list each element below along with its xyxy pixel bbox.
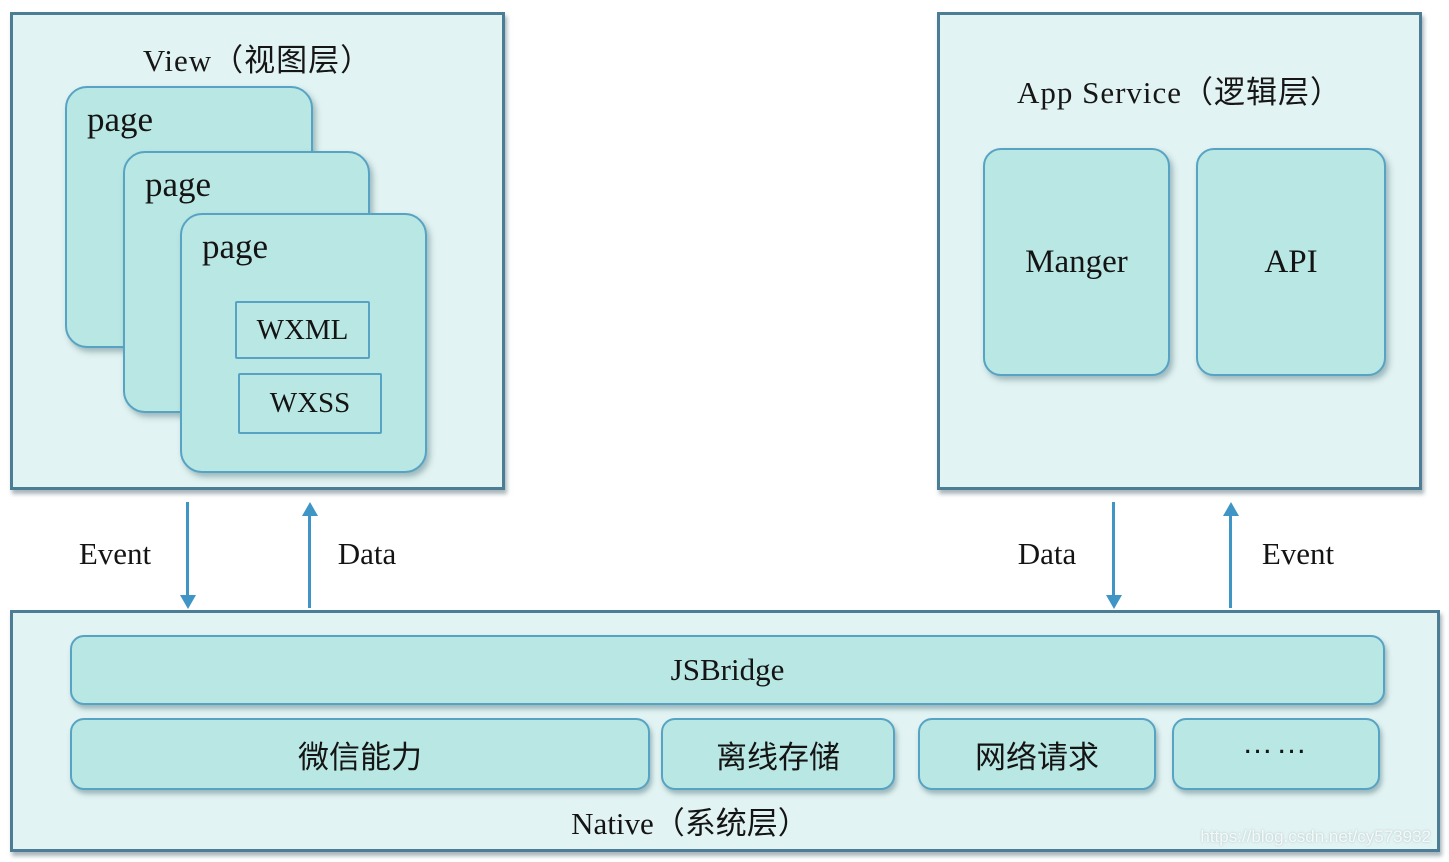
native-layer-title: Native（系统层）	[571, 806, 809, 841]
wxml-box: WXML	[235, 301, 370, 359]
page-card: page WXML WXSS	[180, 213, 427, 473]
wxml-label: WXML	[256, 313, 349, 346]
wechat-capability-box: 微信能力	[70, 718, 650, 790]
view-layer-title: View（视图层）	[142, 43, 373, 78]
data-down-arrow	[1105, 502, 1122, 609]
page-card-label: page	[202, 227, 269, 266]
ellipsis-box: ……	[1172, 718, 1380, 790]
wxss-box: WXSS	[238, 373, 382, 434]
offline-storage-label: 离线存储	[716, 739, 840, 775]
offline-storage-box: 离线存储	[661, 718, 895, 790]
native-layer-panel: JSBridge 微信能力 离线存储 网络请求 …… Native（系统层） h…	[10, 610, 1440, 852]
api-label: API	[1264, 243, 1318, 280]
ellipsis-label: ……	[1242, 725, 1310, 761]
app-service-panel: App Service（逻辑层） Manger API	[937, 12, 1422, 490]
api-box: API	[1196, 148, 1386, 376]
wechat-capability-label: 微信能力	[298, 739, 422, 775]
csdn-watermark: https://blog.csdn.net/cy573932	[1200, 827, 1431, 846]
page-card-label: page	[87, 100, 154, 139]
network-request-box: 网络请求	[918, 718, 1156, 790]
manger-box: Manger	[983, 148, 1170, 376]
view-layer-panel: View（视图层） page page page WXML WXSS	[10, 12, 505, 490]
right-event-label: Event	[1261, 536, 1335, 571]
left-event-label: Event	[78, 536, 152, 571]
wxss-label: WXSS	[269, 387, 351, 419]
network-request-label: 网络请求	[975, 739, 1099, 775]
manger-label: Manger	[1025, 243, 1128, 280]
app-service-title: App Service（逻辑层）	[1016, 75, 1343, 110]
left-data-label: Data	[337, 536, 397, 571]
data-up-arrow	[301, 502, 318, 608]
right-data-label: Data	[1017, 536, 1077, 571]
jsbridge-label: JSBridge	[670, 652, 785, 687]
event-up-arrow	[1222, 502, 1239, 608]
jsbridge-bar: JSBridge	[70, 635, 1385, 705]
event-down-arrow	[179, 502, 196, 609]
page-card-label: page	[145, 165, 212, 204]
